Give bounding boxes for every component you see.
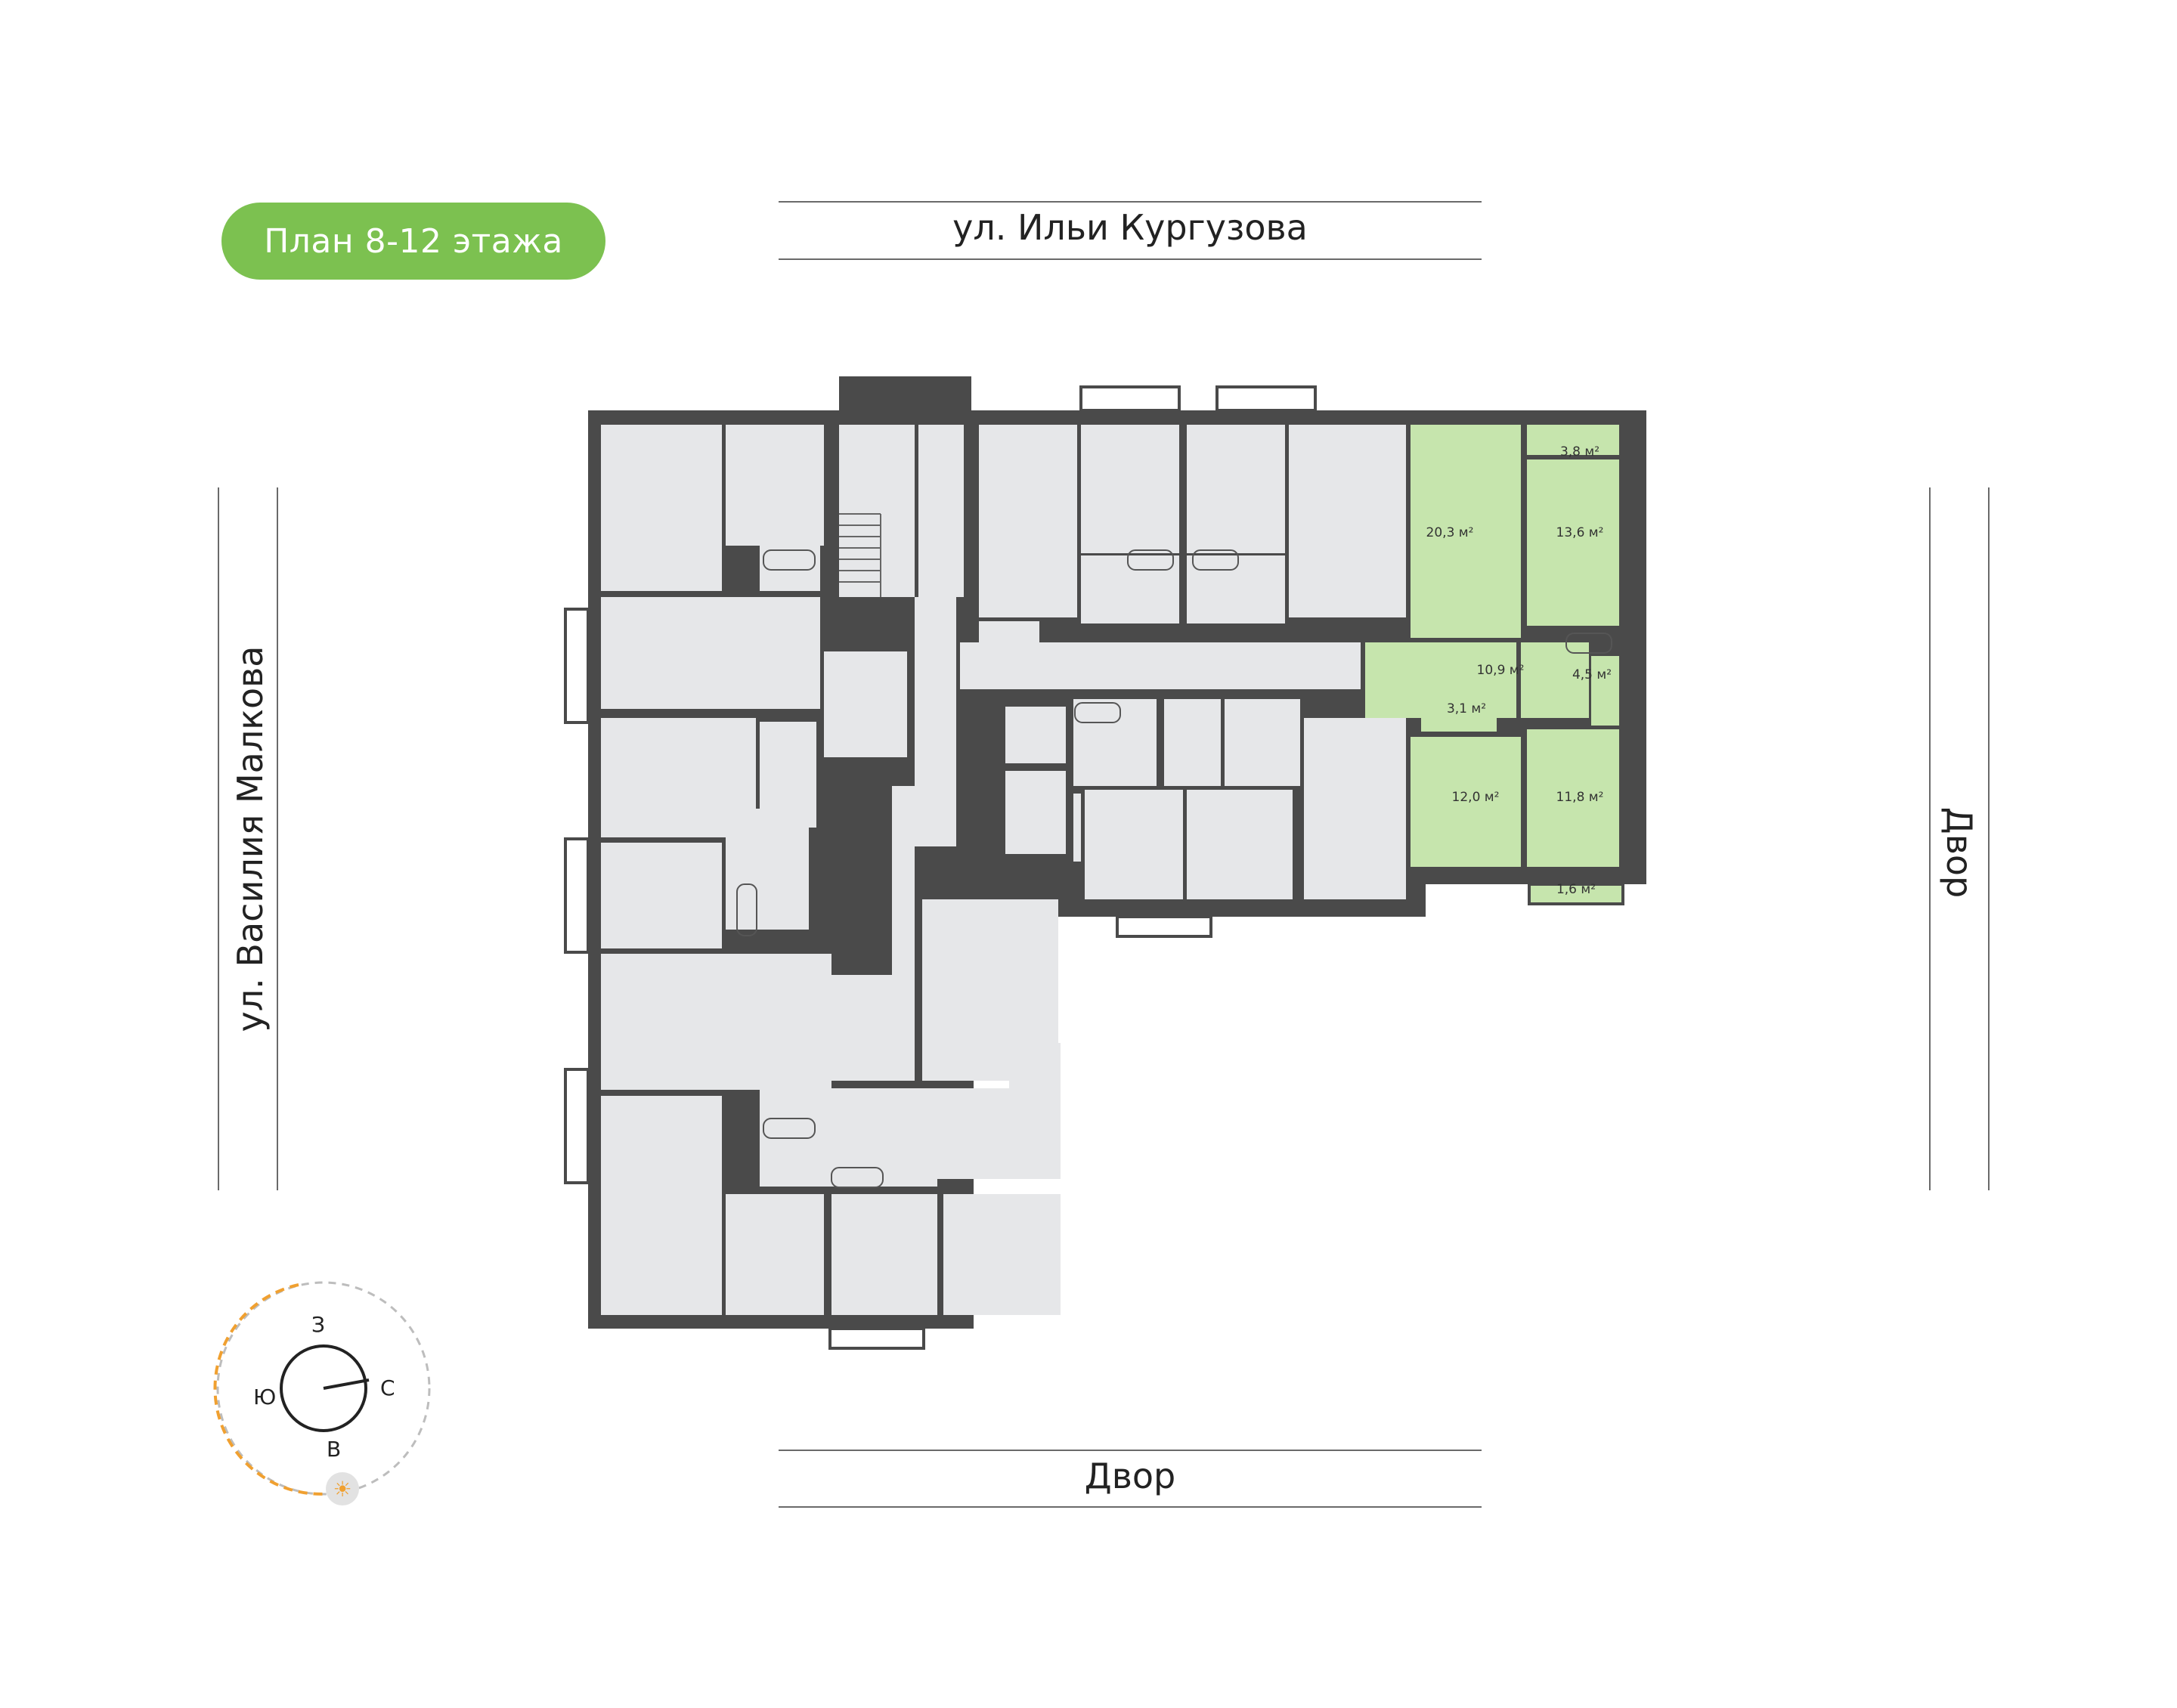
area-labels: 20,3 м² 13,6 м² 3,8 м² 10,9 м² 4,5 м² 3,… xyxy=(1426,444,1612,897)
floor-plan-label: План 8-12 этажа xyxy=(221,203,605,280)
bottom-street-rule-lower xyxy=(779,1506,1482,1508)
bathroom-fixtures xyxy=(736,549,1612,1188)
highlighted-apartment xyxy=(1365,425,1619,867)
compass-east: В xyxy=(327,1437,341,1462)
area-label-bedroom-north: 13,6 м² xyxy=(1556,525,1604,540)
right-street-rule-inner xyxy=(1929,487,1931,1190)
sun-path-arc xyxy=(213,1283,333,1496)
bottom-street-rule-upper xyxy=(779,1450,1482,1451)
area-label-wc: 3,1 м² xyxy=(1447,701,1486,716)
sun-path-circle xyxy=(216,1281,431,1496)
compass-west: З xyxy=(311,1312,325,1337)
area-label-hall: 10,9 м² xyxy=(1477,663,1525,678)
area-label-bedroom-west: 12,0 м² xyxy=(1452,790,1500,805)
sun-icon-glyph: ☀ xyxy=(333,1477,351,1502)
top-street-rule-upper xyxy=(779,201,1482,203)
rooms xyxy=(601,425,1406,1315)
sun-icon xyxy=(326,1472,359,1505)
area-label-bedroom-east: 11,8 м² xyxy=(1556,790,1604,805)
left-street-rule-inner xyxy=(277,487,278,1190)
compass-needle xyxy=(323,1378,370,1390)
top-street-rule-lower xyxy=(779,258,1482,260)
bottom-street-label: Двор xyxy=(1084,1456,1176,1496)
area-label-kitchen: 20,3 м² xyxy=(1426,525,1474,540)
compass-north: С xyxy=(380,1375,395,1400)
compass: З С Ю В ☀ xyxy=(213,1281,431,1505)
area-label-storage: 3,8 м² xyxy=(1560,444,1599,459)
compass-south: Ю xyxy=(253,1385,276,1409)
top-street-label: ул. Ильи Кургузова xyxy=(952,207,1308,248)
right-street-rule-outer xyxy=(1988,487,1990,1190)
area-label-balcony: 1,6 м² xyxy=(1556,882,1596,897)
left-street-rule-outer xyxy=(218,487,219,1190)
staircase xyxy=(839,513,881,597)
area-label-bathroom: 4,5 м² xyxy=(1572,667,1612,682)
